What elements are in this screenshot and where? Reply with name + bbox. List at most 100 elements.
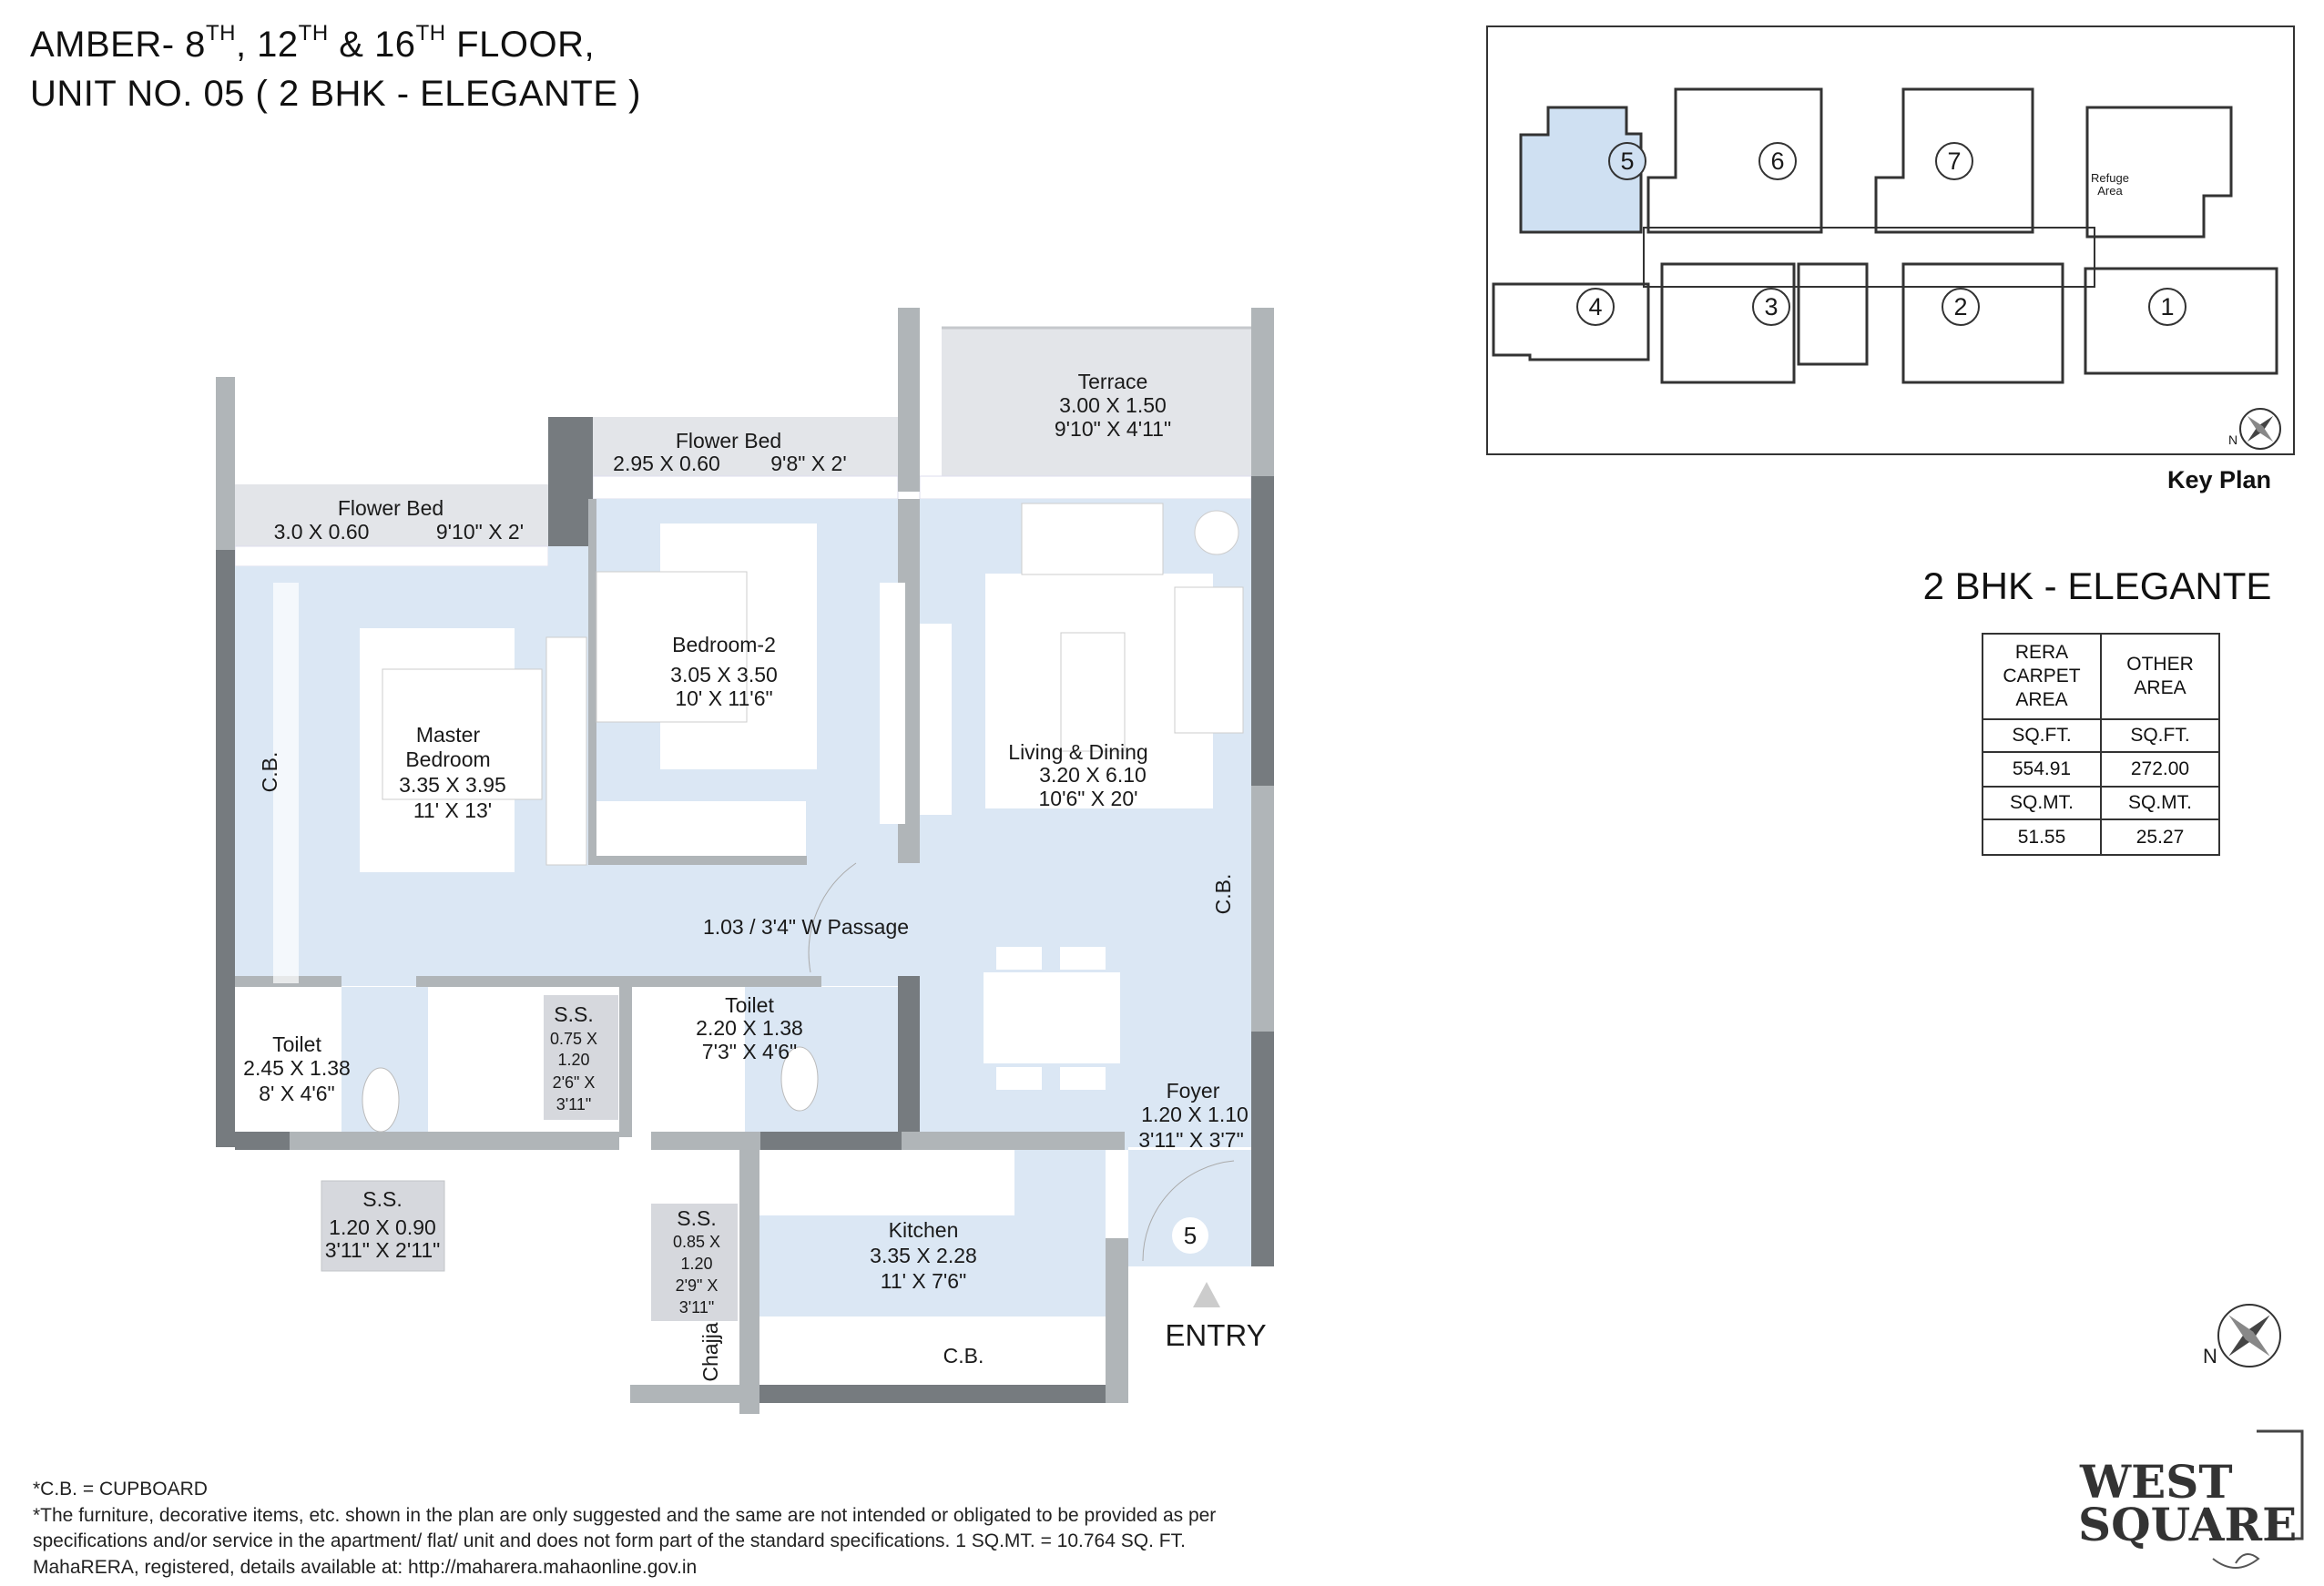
wardrobe: [273, 583, 299, 983]
svg-text:7: 7: [1947, 147, 1961, 175]
footnote-disclaimer: *The furniture, decorative items, etc. s…: [33, 1504, 1217, 1526]
svg-text:11' X 13': 11' X 13': [413, 798, 492, 822]
svg-text:10'6" X 20': 10'6" X 20': [1038, 787, 1137, 810]
master-bedroom-label: Master Bedroom 3.35 X 3.95 11' X 13': [399, 723, 506, 822]
svg-text:11' X 7'6": 11' X 7'6": [881, 1269, 967, 1293]
unit-type-heading: 2 BHK - ELEGANTE: [1922, 564, 2272, 607]
svg-text:3.35 X 2.28: 3.35 X 2.28: [870, 1244, 977, 1267]
key-plan-frame: [1486, 25, 2295, 455]
key-plan-compass-icon: [2239, 408, 2281, 450]
svg-text:5: 5: [1620, 147, 1634, 175]
west-square-logo: WEST SQUARE: [2078, 1429, 2304, 1569]
svg-text:3.20 X 6.10: 3.20 X 6.10: [1039, 763, 1147, 787]
svg-text:Kitchen: Kitchen: [889, 1218, 959, 1242]
toilet-2-label: Toilet 2.20 X 1.38 7'3" X 4'6": [696, 993, 803, 1063]
page-title: AMBER- 8TH, 12TH & 16TH FLOOR, UNIT NO. …: [30, 20, 641, 118]
footnote-cupboard: *C.B. = CUPBOARD: [33, 1479, 208, 1500]
svg-text:9'8" X 2': 9'8" X 2': [770, 452, 846, 475]
table-row: SQ.FT.SQ.FT.: [1982, 718, 2220, 753]
svg-text:1.20: 1.20: [680, 1255, 712, 1273]
ss-3-label: S.S. 0.85 X 1.20 2'9" X 3'11": [673, 1206, 720, 1317]
footer-notes: *C.B. = CUPBOARD *The furniture, decorat…: [33, 1477, 1216, 1581]
svg-text:2.45 X 1.38: 2.45 X 1.38: [243, 1056, 351, 1080]
passage-label: 1.03 / 3'4" W Passage: [703, 915, 909, 939]
svg-text:0.85 X: 0.85 X: [673, 1233, 720, 1251]
table-row: SQ.MT.SQ.MT.: [1982, 786, 2220, 820]
unit-number: 5: [1184, 1222, 1197, 1249]
svg-text:3.35 X 3.95: 3.35 X 3.95: [399, 773, 506, 797]
svg-text:S.S.: S.S.: [677, 1206, 716, 1230]
wall: [216, 550, 235, 1147]
svg-text:2'9" X: 2'9" X: [676, 1276, 719, 1295]
sofa: [1021, 503, 1164, 575]
bedroom-2-label: Bedroom-2 3.05 X 3.50 10' X 11'6": [670, 633, 778, 710]
kitchen-label: Kitchen 3.35 X 2.28 11' X 7'6": [870, 1218, 977, 1293]
svg-text:0.75 X: 0.75 X: [550, 1030, 597, 1048]
refuge-area-label: Refuge Area: [2091, 171, 2129, 198]
svg-text:S.S.: S.S.: [362, 1187, 402, 1211]
footnote-disclaimer-cont: specifications and/or service in the apa…: [33, 1530, 1186, 1551]
svg-text:Toilet: Toilet: [272, 1032, 321, 1056]
flower-bed-2: [593, 417, 898, 476]
key-plan-label: Key Plan: [2167, 466, 2272, 493]
svg-text:9'10" X 2': 9'10" X 2': [436, 520, 524, 544]
flower-bed-1: [235, 484, 548, 546]
svg-text:Bedroom: Bedroom: [405, 747, 490, 771]
compass-icon: [2217, 1304, 2281, 1367]
compass-north-label: N: [2203, 1345, 2217, 1367]
entry-arrow-icon: [1193, 1282, 1220, 1307]
wc-icon: [362, 1067, 400, 1133]
sofa: [1174, 586, 1244, 734]
svg-text:Toilet: Toilet: [725, 993, 774, 1017]
svg-text:1: 1: [2160, 293, 2174, 320]
ss-box: [321, 1180, 445, 1272]
foyer-label: Foyer 1.20 X 1.10 3'11" X 3'7": [1138, 1079, 1249, 1152]
svg-text:7'3" X 4'6": 7'3" X 4'6": [702, 1040, 797, 1063]
flower-bed-2-label: Flower Bed 2.95 X 0.60 9'8" X 2': [613, 429, 847, 475]
svg-text:4: 4: [1588, 293, 1602, 320]
svg-text:10' X 11'6": 10' X 11'6": [675, 686, 772, 710]
svg-text:Bedroom-2: Bedroom-2: [672, 633, 776, 656]
key-plan-north-label: N: [2228, 432, 2237, 447]
key-plan-drawing: [1492, 87, 2278, 384]
svg-text:2.20 X 1.38: 2.20 X 1.38: [696, 1016, 803, 1040]
cupboard-label: C.B.: [943, 1344, 984, 1367]
title-line-2: UNIT NO. 05 ( 2 BHK - ELEGANTE ): [30, 74, 641, 114]
terrace: [942, 328, 1251, 476]
lamp-icon: [1194, 510, 1239, 555]
unit-number-badge: [1172, 1217, 1208, 1254]
svg-text:3.0 X 0.60: 3.0 X 0.60: [274, 520, 370, 544]
svg-text:SQUARE: SQUARE: [2078, 1498, 2297, 1551]
svg-text:3: 3: [1764, 293, 1778, 320]
key-plan-unit-5: [1519, 106, 1643, 234]
ss-1-label: S.S. 0.75 X 1.20 2'6" X 3'11": [550, 1002, 597, 1113]
svg-text:Foyer: Foyer: [1167, 1079, 1220, 1103]
svg-text:WEST: WEST: [2079, 1455, 2233, 1509]
svg-text:3'11": 3'11": [556, 1095, 592, 1113]
svg-text:Flower Bed: Flower Bed: [676, 429, 781, 452]
svg-text:6: 6: [1770, 147, 1784, 175]
svg-text:Flower Bed: Flower Bed: [338, 496, 443, 520]
cupboard-label: C.B.: [1211, 874, 1235, 915]
pillar: [548, 417, 593, 546]
svg-text:9'10" X 4'11": 9'10" X 4'11": [1055, 417, 1171, 441]
svg-text:3'11" X 2'11": 3'11" X 2'11": [325, 1238, 441, 1262]
title-line-1: AMBER- 8TH, 12TH & 16TH FLOOR,: [30, 21, 596, 66]
svg-text:1.20 X 0.90: 1.20 X 0.90: [329, 1215, 436, 1239]
kitchen-counter: [759, 1317, 1106, 1385]
toilet-1-label: Toilet 2.45 X 1.38 8' X 4'6": [243, 1032, 351, 1105]
svg-text:3.05 X 3.50: 3.05 X 3.50: [670, 663, 778, 686]
svg-text:3.00 X 1.50: 3.00 X 1.50: [1059, 393, 1167, 417]
svg-text:2.95 X 0.60: 2.95 X 0.60: [613, 452, 720, 475]
svg-text:1.20 X 1.10: 1.20 X 1.10: [1141, 1103, 1249, 1126]
svg-text:Area: Area: [2097, 184, 2123, 198]
door-swing: [808, 862, 857, 973]
ss-2-label: S.S. 1.20 X 0.90 3'11" X 2'11": [325, 1187, 441, 1262]
door-swing: [1142, 1160, 1235, 1262]
